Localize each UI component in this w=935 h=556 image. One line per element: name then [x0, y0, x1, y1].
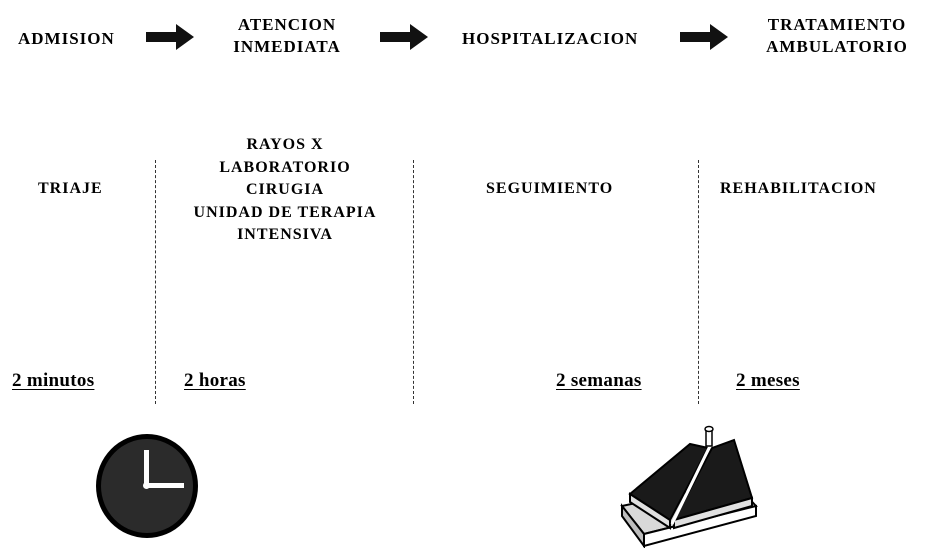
stage-tratamiento-ambulatorio: TRATAMIENTO AMBULATORIO	[752, 14, 922, 58]
stage-tratamiento-line1: TRATAMIENTO	[767, 15, 907, 34]
activity-seguimiento: SEGUIMIENTO	[486, 180, 614, 197]
divider-line	[698, 160, 699, 404]
divider-line	[155, 160, 156, 404]
activity-rehabilitacion: REHABILITACION	[720, 180, 877, 197]
activity-item: LABORATORIO	[219, 158, 351, 176]
stage-atencion-line1: ATENCION	[237, 15, 337, 34]
duration-rehabilitacion: 2 meses	[736, 370, 800, 391]
stage-admision: ADMISION	[18, 29, 115, 48]
clock-icon	[96, 434, 198, 538]
stage-tratamiento-line2: AMBULATORIO	[766, 37, 908, 56]
duration-seguimiento: 2 semanas	[556, 370, 642, 391]
divider-line	[413, 160, 414, 404]
activity-item: UNIDAD DE TERAPIA	[193, 203, 377, 221]
hospital-bed-icon	[620, 425, 758, 548]
activity-item: INTENSIVA	[237, 226, 333, 243]
duration-triaje: 2 minutos	[12, 370, 95, 391]
activity-item: CIRUGIA	[245, 181, 325, 198]
activity-atencion-list: RAYOS X LABORATORIO CIRUGIA UNIDAD DE TE…	[160, 134, 410, 247]
duration-atencion: 2 horas	[184, 370, 246, 391]
arrow-icon	[146, 24, 194, 50]
arrow-icon	[380, 24, 428, 50]
stage-atencion-inmediata: ATENCION INMEDIATA	[222, 14, 352, 58]
arrow-icon	[680, 24, 728, 50]
activity-item: RAYOS X	[246, 136, 324, 153]
stage-atencion-line2: INMEDIATA	[233, 37, 341, 56]
activity-triaje: TRIAJE	[38, 180, 103, 197]
stage-hospitalizacion: HOSPITALIZACION	[462, 29, 639, 48]
